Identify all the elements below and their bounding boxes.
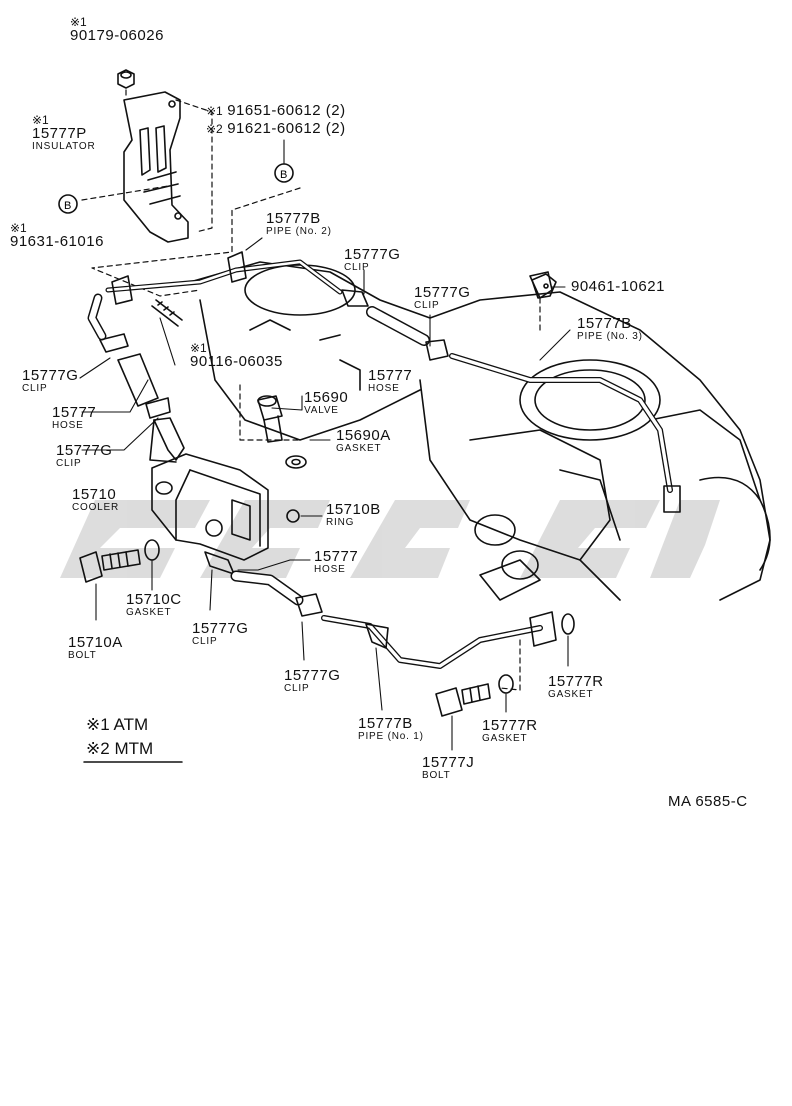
pipe-no2	[105, 251, 343, 305]
part-label-15777g-clip-upper: 15777G CLIP	[344, 246, 401, 273]
part-label-15710-cooler: 15710 COOLER	[72, 486, 120, 513]
legend-mtm: ※2 MTM	[86, 739, 154, 758]
part-label-15777b-pipe-no1: 15777B PIPE (No. 1)	[358, 715, 424, 742]
callout-b-circle-left	[58, 194, 78, 214]
part-label-15777g-clip-right: 15777G CLIP	[414, 284, 471, 311]
part-label-15777g-clip-pipe1: 15777G CLIP	[284, 667, 341, 694]
legend-atm: ※1 ATM	[86, 715, 149, 734]
nut-90179	[117, 69, 135, 89]
part-label-15777r-gasket-right: 15777R GASKET	[548, 673, 604, 700]
part-label-15710c-gasket: 15710C GASKET	[126, 591, 182, 618]
part-label-15690a-gasket: 15690A GASKET	[336, 427, 391, 454]
part-label-90116-06035: ※1 90116-06035	[190, 341, 283, 370]
part-label-15777-hose-upper: 15777 HOSE	[368, 367, 413, 394]
gasket-15777r-lower	[498, 674, 514, 694]
pipe-no3	[449, 271, 681, 513]
solid-leaders	[79, 139, 571, 751]
bolt-15710a	[79, 549, 141, 583]
part-label-15777b-pipe-no2: 15777B PIPE (No. 2)	[266, 210, 332, 237]
part-label-15710b-ring: 15710B RING	[326, 501, 381, 528]
callout-b-right-text: B	[280, 169, 287, 181]
part-label-91651-60612: ※1 91651-60612 (2)	[206, 102, 346, 119]
part-label-15777g-clip-cooler: 15777G CLIP	[192, 620, 249, 647]
lower-hose	[204, 551, 323, 617]
part-label-15777-hose-left: 15777 HOSE	[52, 404, 97, 431]
part-label-15777b-pipe-no3: 15777B PIPE (No. 3)	[577, 315, 643, 342]
part-label-15777g-clip-left-lower: 15777G CLIP	[56, 442, 113, 469]
bolt-15777j	[435, 683, 491, 717]
part-label-15690-valve: 15690 VALVE	[304, 389, 349, 416]
valve-15690	[257, 395, 307, 469]
bolt-90461	[531, 273, 557, 299]
insulator-bracket	[123, 91, 189, 243]
part-label-15710a-bolt: 15710A BOLT	[68, 634, 123, 661]
part-label-90461-10621: 90461-10621	[571, 278, 665, 295]
left-hose-chain	[87, 293, 185, 463]
part-label-91621-60612: ※2 91621-60612 (2)	[206, 120, 346, 137]
engine-block	[189, 261, 771, 601]
part-label-15777-hose-lower: 15777 HOSE	[314, 548, 359, 575]
part-label-91631-61016: ※1 91631-61016	[10, 221, 104, 250]
oil-cooler	[151, 453, 269, 561]
figure-code: MA 6585-C	[668, 793, 748, 810]
callout-b-left-text: B	[64, 200, 71, 212]
pipe-no1	[321, 611, 575, 669]
part-label-15777r-gasket-lower: 15777R GASKET	[482, 717, 538, 744]
part-label-15777g-clip-left: 15777G CLIP	[22, 367, 79, 394]
upper-hose-right	[341, 289, 449, 361]
stud-90116	[151, 299, 183, 327]
part-label-90179-06026: ※1 90179-06026	[70, 15, 164, 44]
ring-15710b	[286, 509, 300, 523]
part-label-15777j-bolt: 15777J BOLT	[422, 754, 475, 781]
part-label-15777p-insulator: ※1 15777P INSULATOR	[32, 113, 96, 152]
watermark-logo	[60, 500, 720, 578]
